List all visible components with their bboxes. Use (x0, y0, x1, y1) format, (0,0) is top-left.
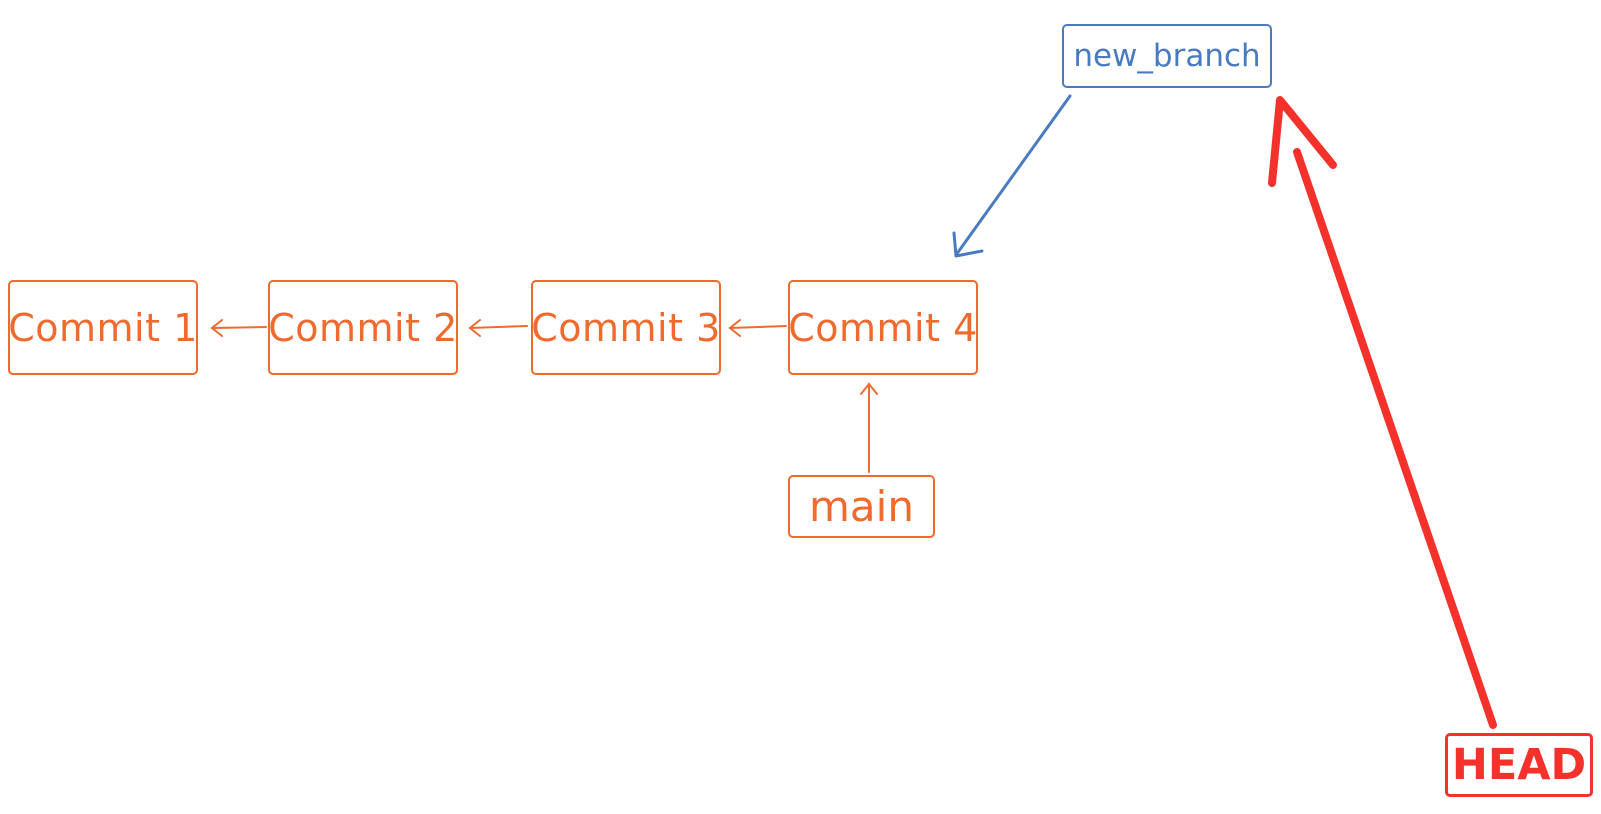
edge-head-newbranch (1268, 96, 1497, 729)
edge-c4-c3 (728, 319, 787, 337)
branch-main-label: main (788, 475, 935, 538)
head-pointer-label: HEAD (1445, 733, 1593, 797)
edge-newbranch-c4 (952, 94, 1072, 258)
branch-new-branch-label: new_branch (1062, 24, 1272, 88)
commit-2-node: Commit 2 (268, 280, 458, 375)
edge-c3-c2 (468, 319, 528, 337)
commit-3-node: Commit 3 (531, 280, 721, 375)
edge-c2-c1 (210, 319, 267, 337)
commit-4-node: Commit 4 (788, 280, 978, 375)
commit-1-node: Commit 1 (8, 280, 198, 375)
edge-main-c4 (860, 382, 878, 473)
